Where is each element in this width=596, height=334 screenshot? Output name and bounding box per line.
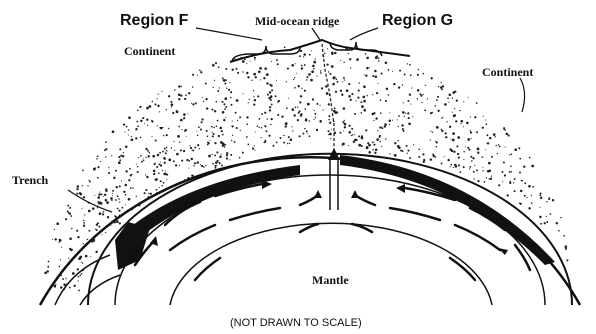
continent-right-label: Continent [482, 65, 533, 79]
diagram-caption: (NOT DRAWN TO SCALE) [230, 317, 362, 329]
region-f-bracket [232, 46, 300, 62]
earth-outer-surface [40, 157, 580, 305]
region-g-label: Region G [382, 12, 453, 29]
mantle-label: Mantle [312, 273, 349, 287]
rising-magma-column [330, 158, 338, 210]
trench-label: Trench [12, 173, 49, 187]
region-f-label: Region F [120, 12, 189, 29]
continent-left-label: Continent [124, 44, 175, 58]
ridge-fissure [322, 44, 334, 150]
ocean-floor-ridge-relief [230, 40, 410, 62]
core-boundary [170, 223, 492, 305]
mid-ocean-ridge-label: Mid-ocean ridge [255, 14, 340, 28]
